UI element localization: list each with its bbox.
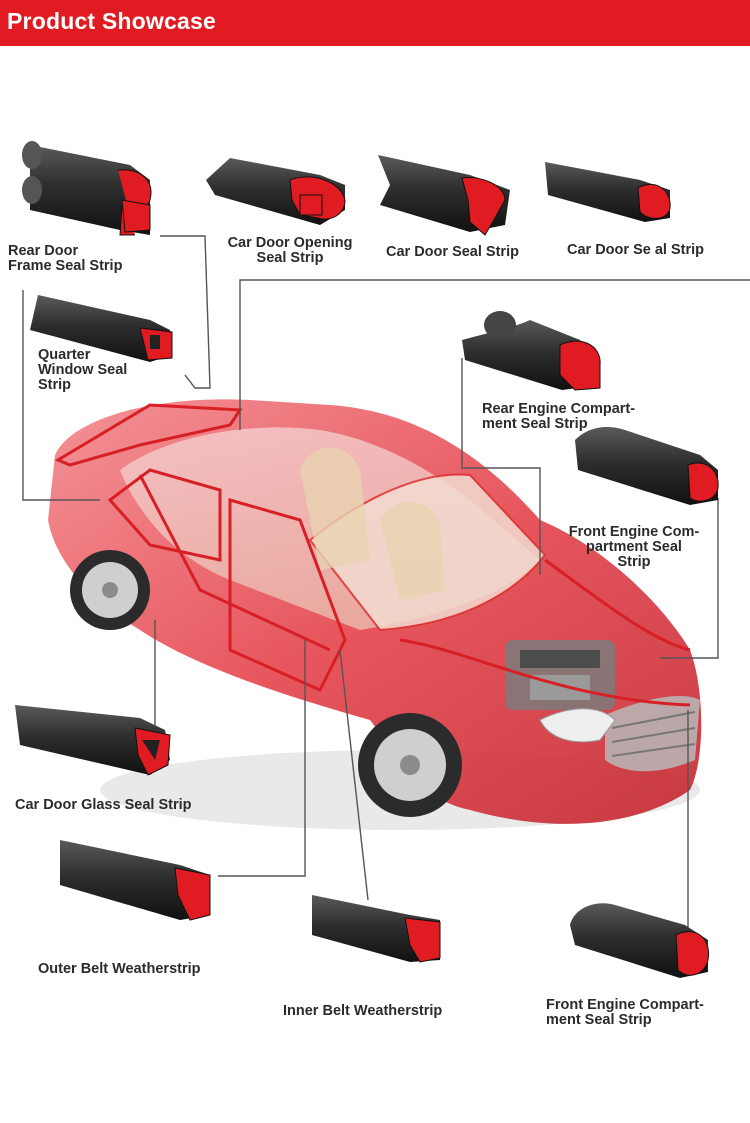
product-quarter-window-seal (30, 295, 173, 362)
product-front-engine-seal-2 (570, 903, 710, 978)
label-inner-belt-weatherstrip: Inner Belt Weatherstrip (283, 1003, 443, 1019)
label-quarter-window-seal: Quarter Window Seal Strip (38, 347, 128, 393)
leader-lines (22, 235, 750, 928)
product-car-door-opening-seal (206, 158, 346, 225)
label-front-engine-seal-1: Front Engine Com- partment Seal Strip (568, 524, 700, 570)
product-outer-belt-weatherstrip (60, 840, 211, 921)
product-rear-engine-seal (462, 311, 601, 391)
rear-wheel (70, 550, 150, 630)
front-wheel (358, 713, 462, 817)
label-rear-door-frame-seal: Rear Door Frame Seal Strip (8, 243, 123, 274)
label-car-door-seal-2: Car Door Se al Strip (567, 242, 704, 258)
car-illustration (48, 399, 702, 830)
product-rear-door-frame-seal (22, 141, 152, 236)
label-front-engine-seal-2: Front Engine Compart- ment Seal Strip (546, 997, 704, 1028)
label-rear-engine-seal: Rear Engine Compart- ment Seal Strip (482, 401, 636, 432)
label-car-door-opening-seal: Car Door Opening Seal Strip (227, 235, 353, 266)
label-car-door-seal-1: Car Door Seal Strip (386, 244, 519, 260)
label-outer-belt-weatherstrip: Outer Belt Weatherstrip (38, 961, 201, 977)
product-car-door-seal-2 (545, 162, 671, 222)
label-car-door-glass-seal: Car Door Glass Seal Strip (15, 797, 192, 813)
product-car-door-seal-1 (378, 155, 510, 236)
product-front-engine-seal-1 (575, 427, 719, 505)
product-car-door-glass-seal (15, 705, 171, 776)
product-inner-belt-weatherstrip (312, 895, 441, 963)
page-title: Product Showcase (7, 8, 216, 34)
header-banner: Product Showcase (0, 0, 750, 46)
